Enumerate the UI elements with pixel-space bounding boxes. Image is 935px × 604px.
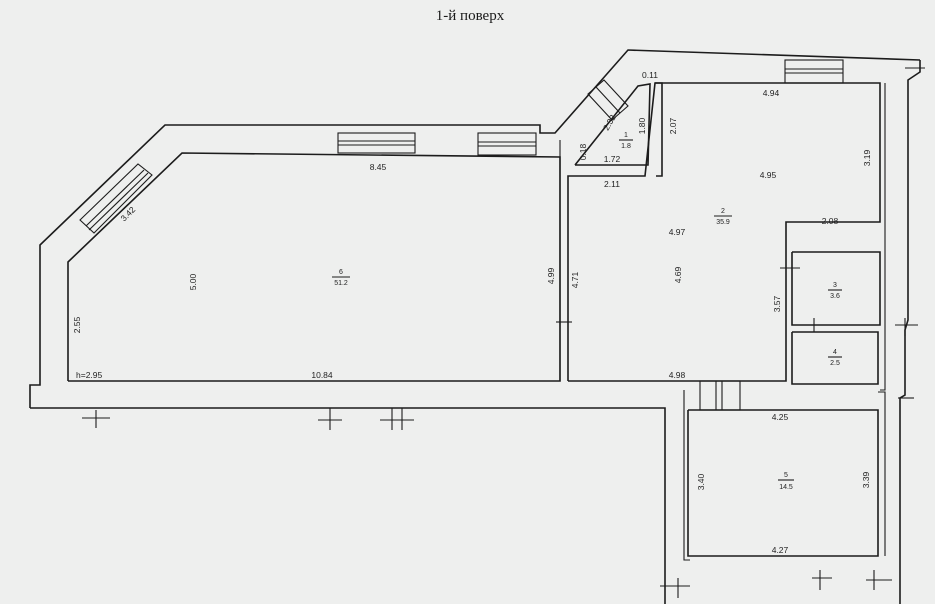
dim-r6-top: 8.45 [370,162,387,172]
dim-r1-base: 2.11 [604,179,620,189]
room-4-label: 4 2.5 [828,349,842,367]
dim-r2-step: 2.08 [822,216,839,226]
dimension-labels: 8.45 3.42 5.00 2.55 10.84 4.99 4.71 0.11… [72,70,872,555]
dim-r6-right: 4.99 [546,267,556,284]
dim-r5-top: 4.25 [772,412,789,422]
svg-text:3: 3 [833,282,837,289]
room-6-label: 6 51.2 [332,269,350,287]
svg-text:6: 6 [339,269,343,276]
dim-r1-bottom: 1.72 [604,154,621,164]
outer-walls [29,49,921,604]
dim-r1-left: 0.18 [578,143,588,160]
dim-r1-right: 1.80 [637,117,647,134]
dim-r1-top: 0.11 [642,70,658,80]
dim-r2-low: 3.57 [772,295,782,312]
svg-text:5: 5 [784,472,788,479]
room-1-label: 1 1.8 [619,132,633,150]
dim-r6-inner: 5.00 [188,273,198,290]
svg-text:1: 1 [624,132,628,139]
dim-r2-rt: 3.19 [862,149,872,166]
svg-text:2: 2 [721,208,725,215]
dim-r6-bottom: 10.84 [311,370,333,380]
svg-text:51.2: 51.2 [334,280,348,287]
ceiling-height: h=2.95 [76,370,103,380]
room-5-label: 5 14.5 [778,472,794,491]
dim-r2-height: 4.69 [673,266,683,283]
dim-r2-toplft: 2.07 [668,117,678,134]
svg-text:1.8: 1.8 [621,143,631,150]
dim-r2-mid: 4.95 [760,170,777,180]
svg-text:3.6: 3.6 [830,293,840,300]
plan-title: 1-й поверх [436,8,505,24]
svg-text:4: 4 [833,349,837,356]
wall-ticks [82,67,925,598]
dim-r6-diag: 3.42 [118,204,137,223]
dim-r5-right: 3.39 [861,471,871,488]
dim-r6-left: 2.55 [72,316,82,333]
room-2-label: 2 35.9 [714,208,732,226]
svg-text:14.5: 14.5 [779,484,793,491]
room-3-label: 3 3.6 [828,282,842,300]
dim-r5-bottom: 4.27 [772,545,789,555]
dim-r2-top: 4.94 [763,88,780,98]
dim-r2-left: 4.71 [570,271,580,288]
dim-r2-bottom: 4.98 [669,370,686,380]
svg-text:35.9: 35.9 [716,219,730,226]
dim-r2-inner: 4.97 [669,227,686,237]
svg-text:2.5: 2.5 [830,360,840,367]
dim-r5-left: 3.40 [696,473,706,490]
windows [79,59,844,411]
